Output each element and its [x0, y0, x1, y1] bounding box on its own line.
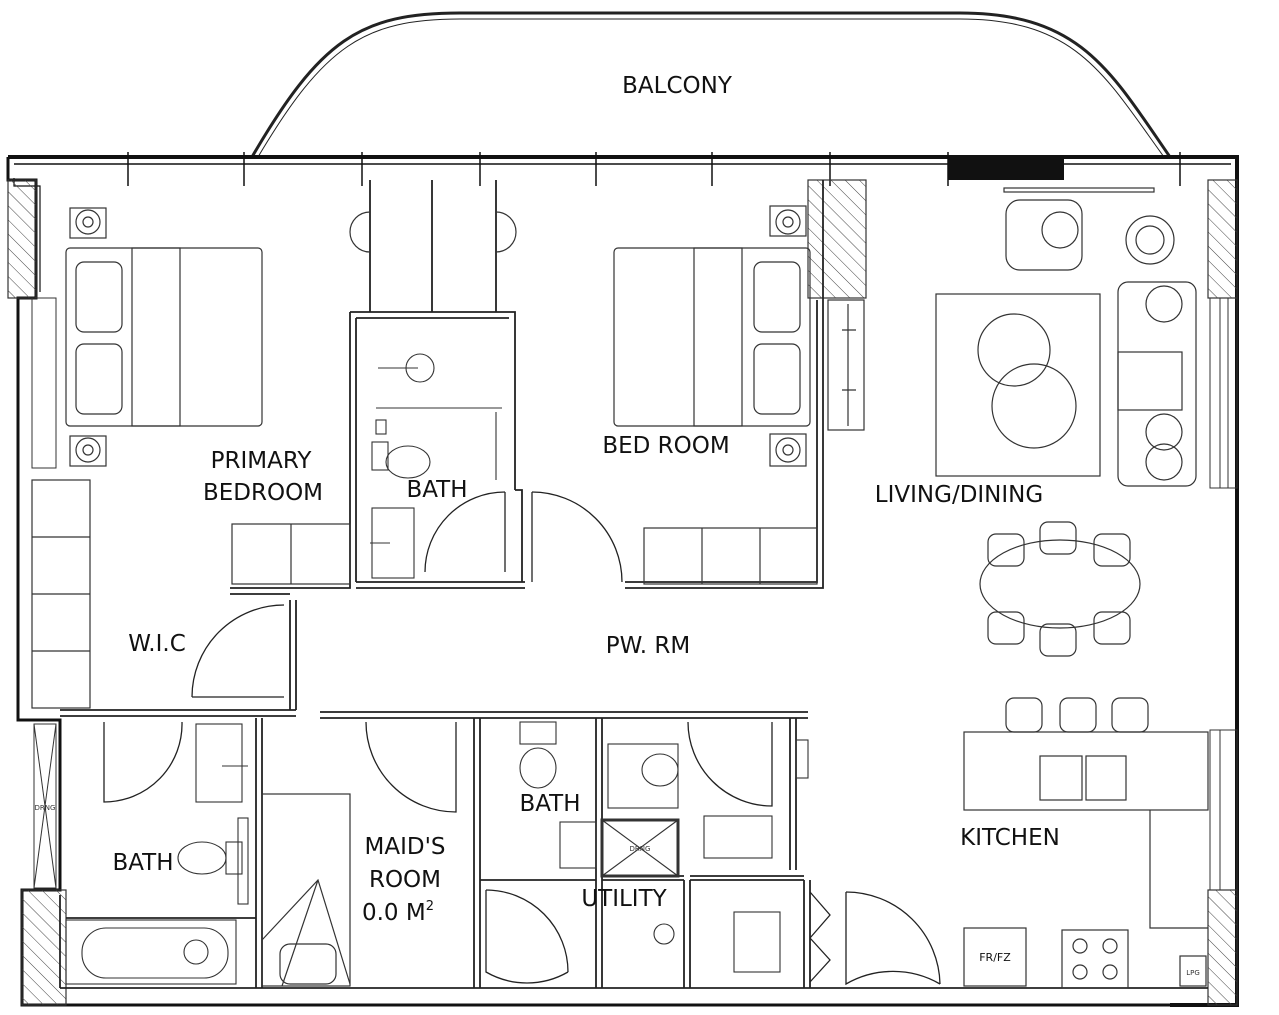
- secondary-bed: [613, 205, 865, 585]
- tag-lpg: LPG: [1186, 969, 1200, 977]
- side-windows: [31, 297, 1238, 891]
- tag-fridge: FR/FZ: [979, 951, 1011, 964]
- label-bed-room: BED ROOM: [602, 433, 729, 459]
- label-bath-left: BATH: [112, 850, 173, 876]
- label-primary-bedroom-1: PRIMARY: [211, 448, 313, 474]
- label-living-dining: LIVING/DINING: [875, 482, 1043, 508]
- label-bath-utility: BATH: [519, 791, 580, 817]
- doors[interactable]: [103, 491, 941, 986]
- room-labels: BALCONY PRIMARY BEDROOM BATH BED ROOM LI…: [112, 73, 1059, 926]
- interior-walls: [59, 180, 1208, 989]
- primary-bath-fixtures: [370, 353, 502, 579]
- tag-drain-left: DRNG: [35, 804, 56, 812]
- left-bath-fixtures: [65, 723, 249, 985]
- tag-drain-utility: DRNG: [630, 845, 651, 853]
- label-balcony: BALCONY: [622, 73, 733, 99]
- label-utility: UTILITY: [581, 886, 667, 912]
- primary-bed: [65, 207, 263, 467]
- label-wic: W.I.C: [128, 631, 186, 657]
- maids-bed: [261, 793, 351, 987]
- label-primary-bedroom-2: BEDROOM: [203, 480, 323, 506]
- label-maids-2: ROOM: [369, 867, 441, 893]
- dining-set: [979, 521, 1141, 657]
- maids-area-value: 0.0 M: [362, 900, 426, 926]
- label-powder-room: PW. RM: [606, 633, 690, 659]
- maids-area-exp: 2: [426, 899, 434, 914]
- label-maids-1: MAID'S: [365, 834, 446, 860]
- fixture-tags: DRNG DRNG FR/FZ LPG: [35, 804, 1200, 977]
- kitchen-counters: [963, 697, 1209, 989]
- utility-bath-fixtures: [519, 721, 809, 973]
- label-bath-center: BATH: [406, 477, 467, 503]
- living-furniture: [935, 187, 1197, 487]
- balcony-outline-inner: [257, 18, 1165, 158]
- balcony-outline: [250, 11, 1172, 158]
- closet-doors: [349, 211, 517, 253]
- label-maids-area: 0.0 M2: [362, 899, 434, 926]
- structural-columns: [7, 179, 1238, 1006]
- label-kitchen: KITCHEN: [960, 825, 1060, 851]
- primary-wardrobe: [31, 479, 351, 709]
